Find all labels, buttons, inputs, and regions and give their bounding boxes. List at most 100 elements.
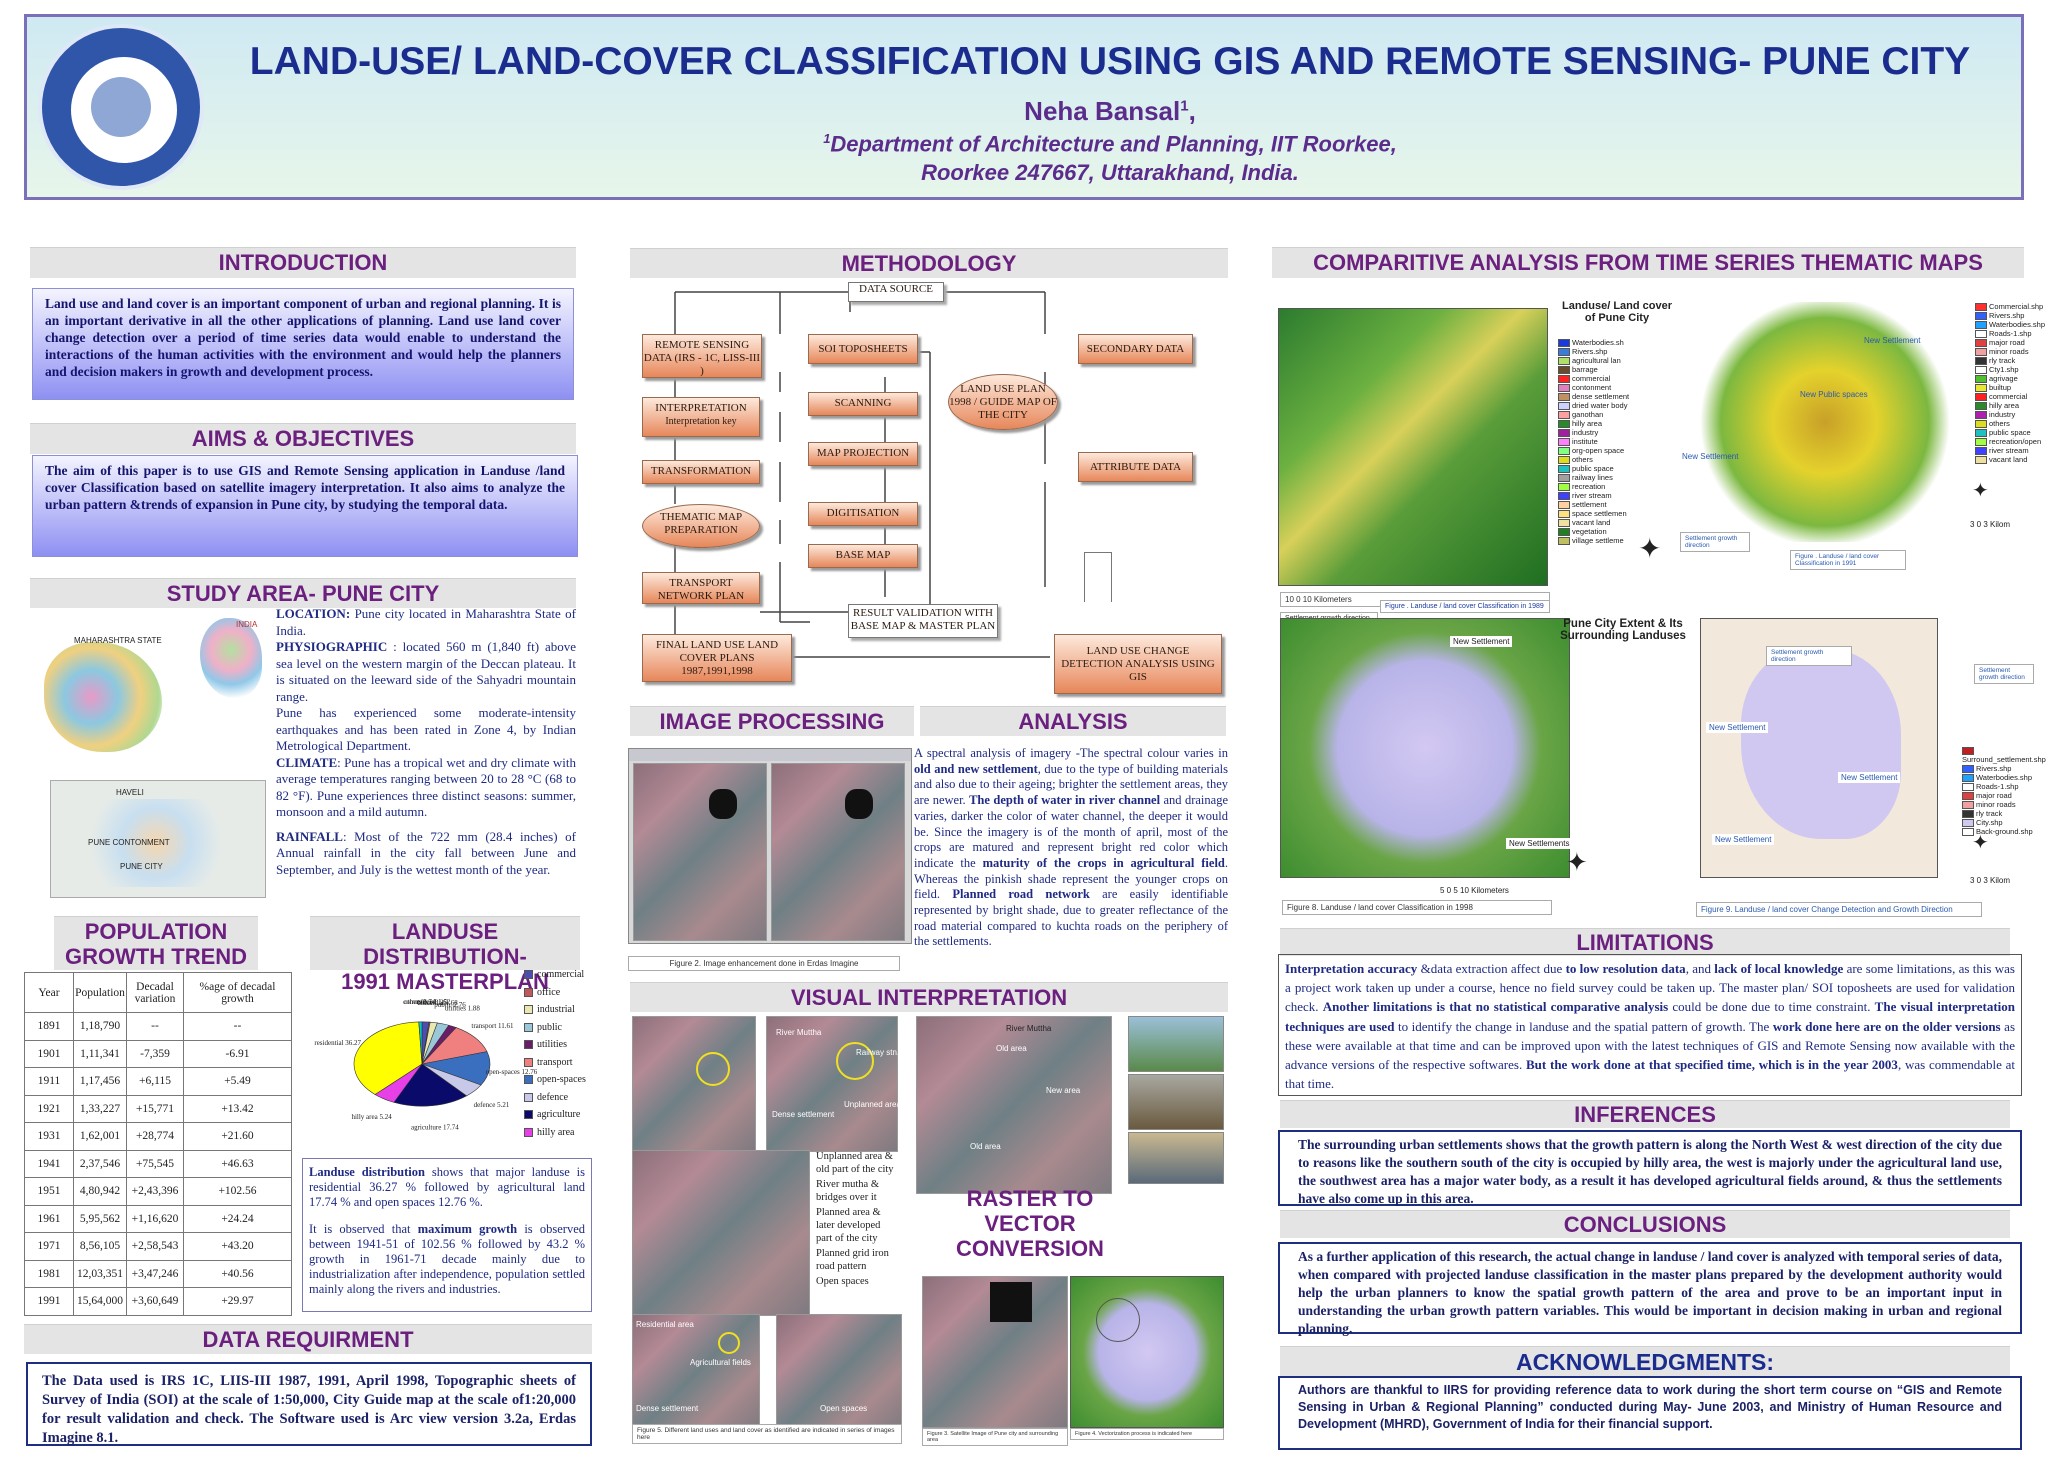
flow-soi-toposheets: SOI TOPOSHEETS xyxy=(808,334,918,364)
flow-map-projection: MAP PROJECTION xyxy=(808,442,918,466)
scale-bar-1998: 5 0 5 10 Kilometers xyxy=(1440,886,1509,895)
legend-swatch xyxy=(1962,819,1974,828)
figure-change-caption: Figure 9. Landuse / land cover Change De… xyxy=(1696,902,1982,917)
flow-transport-network: TRANSPORT NETWORK PLAN xyxy=(642,572,760,604)
legend-swatch xyxy=(1558,411,1570,420)
legend-swatch xyxy=(1975,429,1987,438)
legend-swatch xyxy=(1558,348,1570,357)
legend-swatch xyxy=(1962,747,1974,756)
map-1991 xyxy=(1700,302,1950,542)
legend-item: minor roads xyxy=(1962,800,2038,810)
legend-label: space settlemen xyxy=(1572,509,1627,519)
table-cell: +43.20 xyxy=(183,1232,292,1261)
legend-item: Rivers.shp xyxy=(1962,764,2038,774)
legend-item: recreation/open xyxy=(1975,437,2045,447)
legend-swatch xyxy=(524,1075,533,1085)
cantonment-label: PUNE CONTONMENT xyxy=(88,838,170,847)
table-cell: 1921 xyxy=(24,1094,74,1123)
legend-item: public space xyxy=(1558,464,1682,474)
legend-swatch xyxy=(524,1110,533,1120)
aims-text: The aim of this paper is to use GIS and … xyxy=(32,455,578,557)
flow-data-source: DATA SOURCE xyxy=(848,282,944,302)
study-area-text: LOCATION: Pune city located in Maharasht… xyxy=(276,606,576,877)
legend-swatch xyxy=(1975,339,1987,348)
figure-1998-caption: Figure 8. Landuse / land cover Classific… xyxy=(1282,900,1552,915)
legend-label: contonment xyxy=(1572,383,1612,393)
legend-item: agrivage xyxy=(1975,374,2045,384)
legend-swatch xyxy=(524,987,533,997)
legend-item: village settleme xyxy=(1558,536,1682,546)
table-cell: +1,16,620 xyxy=(126,1204,184,1233)
legend-swatch xyxy=(1558,537,1570,546)
legend-item: space settlemen xyxy=(1558,509,1682,519)
legend-item: rly track xyxy=(1962,809,2038,819)
legend-swatch xyxy=(1558,474,1570,483)
figure2-caption: Figure 2. Image enhancement done in Erda… xyxy=(628,956,900,971)
image-processing-heading: IMAGE PROCESSING xyxy=(630,706,914,736)
data-requirement-text: The Data used is IRS 1C, LIIS-III 1987, … xyxy=(26,1362,592,1446)
legend-item: others xyxy=(1558,455,1682,465)
legend-swatch xyxy=(1975,312,1987,321)
acknowledgments-text: Authors are thankful to IIRS for providi… xyxy=(1278,1376,2022,1450)
introduction-text: Land use and land cover is an important … xyxy=(32,288,574,400)
poster-header xyxy=(24,14,2024,200)
maharashtra-state-label: MAHARASHTRA STATE xyxy=(74,636,162,645)
legend-label: village settleme xyxy=(1572,536,1624,546)
legend-label: commercial xyxy=(1989,392,2028,402)
legend-label: major road xyxy=(1976,791,2012,801)
author-name: Neha Bansal1, xyxy=(1024,96,1196,126)
pie-label: public 2.76 xyxy=(434,1001,466,1009)
legend-item: institute xyxy=(1558,437,1682,447)
flow-attribute-data: ATTRIBUTE DATA xyxy=(1078,452,1193,482)
legend-label: transport xyxy=(537,1056,573,1068)
table-cell: +102.56 xyxy=(183,1177,292,1206)
column-header: Decadal variation xyxy=(126,972,184,1013)
legend-label: agriculture xyxy=(537,1109,581,1120)
haveli-label: HAVELI xyxy=(116,788,144,797)
img-label: New area xyxy=(1046,1086,1081,1095)
scale-bar-change: 3 0 3 Kilom xyxy=(1970,876,2011,885)
legend-item: vacant land xyxy=(1558,518,1682,528)
img-label: Railway stn. xyxy=(856,1048,900,1057)
table-cell: 1,18,790 xyxy=(73,1012,127,1041)
legend-swatch xyxy=(1975,420,1987,429)
table-cell: 15,64,000 xyxy=(73,1287,127,1316)
legend-label: Cty1.shp xyxy=(1989,365,2019,375)
annotation: Planned grid iron road pattern xyxy=(816,1248,889,1272)
landuse-text: Landuse distribution shows that major la… xyxy=(302,1158,592,1312)
table-cell: +3,60,649 xyxy=(126,1287,184,1316)
pie-legend-item: office xyxy=(524,984,588,1002)
legend-swatch xyxy=(1558,366,1570,375)
pie-label: industrial 1.68 xyxy=(417,999,458,1007)
legend-item: ganothan xyxy=(1558,410,1682,420)
pie-slice-residential xyxy=(353,1021,423,1095)
legend-label: recreation xyxy=(1572,482,1606,492)
sat-img-residential xyxy=(632,1314,760,1432)
maharashtra-state-map xyxy=(44,642,162,752)
pie-legend-item: commercial xyxy=(524,966,588,984)
table-cell: +6,115 xyxy=(126,1067,184,1096)
legend-swatch xyxy=(1558,492,1570,501)
legend-label: others xyxy=(1989,419,2010,429)
legend-item: public space xyxy=(1975,428,2045,438)
legend-label: City.shp xyxy=(1976,818,2003,828)
table-cell: 1901 xyxy=(24,1039,74,1068)
img-label: Dense settlement xyxy=(636,1404,699,1413)
legend-item: industry xyxy=(1558,428,1682,438)
legend-swatch xyxy=(1962,828,1974,837)
legend-swatch xyxy=(1558,438,1570,447)
comparative-maps: Landuse/ Land cover of Pune City Waterbo… xyxy=(1270,282,2046,922)
table-cell: +40.56 xyxy=(183,1259,292,1288)
legend-swatch xyxy=(1558,465,1570,474)
legend-label: agrivage xyxy=(1989,374,2018,384)
table-cell: 1,62,001 xyxy=(73,1122,127,1151)
legend-item: vacant land xyxy=(1975,455,2045,465)
legend-label: industry xyxy=(1989,410,2016,420)
legend-swatch xyxy=(1975,438,1987,447)
